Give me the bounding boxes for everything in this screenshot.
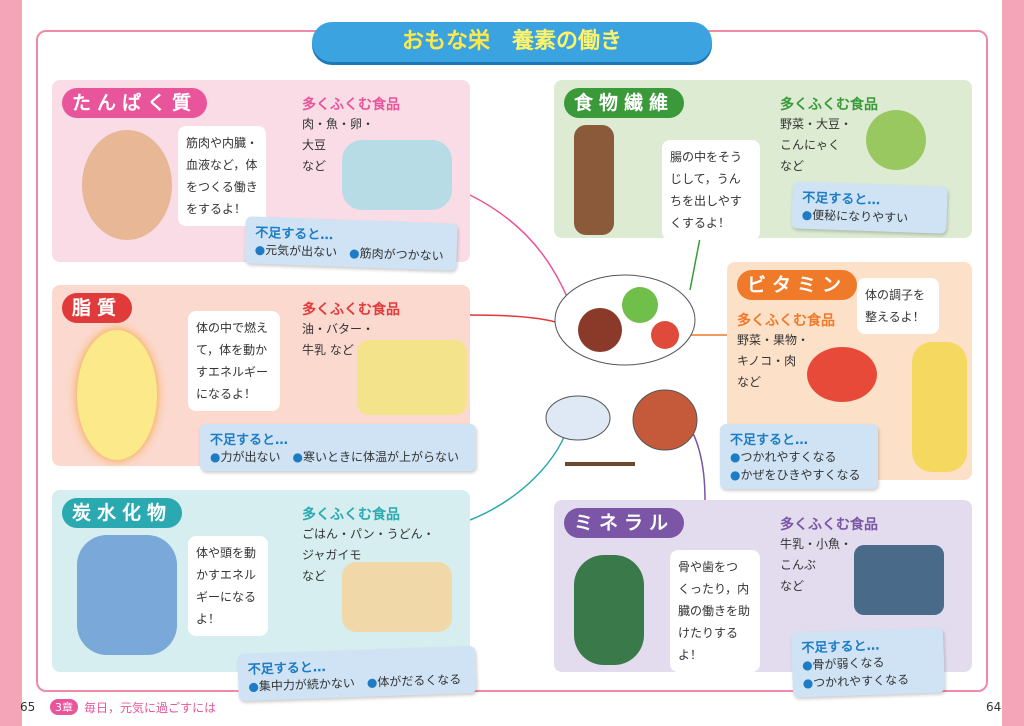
- shortage-item: つかれやすくなる: [812, 672, 910, 690]
- shortage-fat: 不足すると…●力が出ない ●寒いときに体温が上がらない: [200, 424, 476, 471]
- foods-illustration: [866, 110, 926, 170]
- shortage-item: 体がだるくなる: [377, 672, 462, 690]
- label-vitamin: ビタミン: [737, 270, 858, 300]
- page-title: おもな栄 養素の働き: [312, 22, 712, 62]
- shortage-item: 便秘になりやすい: [811, 208, 909, 226]
- shortage-carb: 不足すると…●集中力が続かない ●体がだるくなる: [237, 645, 477, 702]
- chapter-badge: 3章: [50, 699, 78, 715]
- foods-list: 野菜・大豆・ こんにゃく など: [780, 117, 853, 173]
- foods-illustration: [357, 340, 467, 415]
- character-illustration: [82, 130, 172, 240]
- character-illustration: [912, 342, 967, 472]
- character-illustration: [77, 535, 177, 655]
- shortage-item: 力が出ない: [220, 450, 281, 464]
- shortage-item: かぜをひきやすくなる: [740, 468, 861, 482]
- shortage-item: 骨が弱くなる: [812, 655, 885, 672]
- foods-list: 牛乳・小魚・ こんぶ など: [780, 537, 853, 593]
- shortage-heading: 不足すると…: [210, 433, 289, 448]
- speech-bubble: 体の中で燃え て，体を動か すエネルギー になるよ！: [188, 311, 280, 411]
- shortage-vitamin: 不足すると…●つかれやすくなる●かぜをひきやすくなる: [720, 424, 878, 489]
- label-fat: 脂質: [62, 293, 133, 323]
- chopsticks-illustration: [565, 462, 635, 466]
- character-illustration: [574, 555, 644, 665]
- foods-heading: 多くふくむ食品: [302, 507, 400, 523]
- foods-heading: 多くふくむ食品: [780, 517, 878, 533]
- page-number-left: 65: [20, 700, 36, 714]
- line-fiber: [689, 237, 701, 291]
- foods-illustration: [854, 545, 944, 615]
- label-mineral: ミネラル: [564, 508, 685, 538]
- panel-mineral: ミネラル 骨や歯をつ くったり，内 臓の働きを助 けたりする よ！ 多くふくむ食…: [554, 500, 972, 672]
- shortage-item: 集中力が続かない: [258, 676, 356, 694]
- shortage-mineral: 不足すると…●骨が弱くなる●つかれやすくなる: [790, 627, 946, 698]
- shortage-item: つかれやすくなる: [740, 450, 837, 464]
- foods-list: ごはん・パン・うどん・ ジャガイモ など: [302, 527, 435, 583]
- shortage-fiber: 不足すると…●便秘になりやすい: [791, 181, 948, 234]
- title-part2: 養素の働き: [512, 29, 623, 54]
- chapter-title: 毎日，元気に過ごすには: [84, 701, 217, 715]
- foods-list: 野菜・果物・ キノコ・肉 など: [737, 333, 810, 389]
- speech-bubble: 体の調子を 整えるよ！: [857, 278, 939, 334]
- speech-bubble: 腸の中をそう じして，うん ちを出しやす くするよ！: [662, 140, 760, 240]
- title-part1: おもな栄: [401, 29, 490, 54]
- shortage-heading: 不足すると…: [730, 433, 809, 448]
- character-illustration: [574, 125, 614, 235]
- foods-heading: 多くふくむ食品: [737, 313, 835, 329]
- speech-bubble: 体や頭を動 かすエネル ギーになる よ！: [188, 536, 268, 636]
- panel-carb: 炭水化物 体や頭を動 かすエネル ギーになる よ！ 多くふくむ食品 ごはん・パン…: [52, 490, 470, 672]
- label-fiber: 食物繊維: [564, 88, 685, 118]
- character-illustration: [77, 330, 157, 460]
- foods-illustration: [342, 562, 452, 632]
- plate-illustration: [554, 274, 696, 366]
- foods-heading: 多くふくむ食品: [780, 97, 878, 113]
- shortage-item: 筋肉がつかない: [359, 246, 444, 264]
- miso-soup-illustration: [632, 389, 698, 451]
- shortage-item: 元気が出ない: [264, 243, 338, 260]
- speech-bubble: 骨や歯をつ くったり，内 臓の働きを助 けたりする よ！: [670, 550, 760, 672]
- foods-heading: 多くふくむ食品: [302, 302, 400, 318]
- shortage-item: 寒いときに体温が上がらない: [303, 450, 460, 464]
- foods-illustration: [342, 140, 452, 210]
- speech-bubble: 筋肉や内臓・ 血液など，体 をつくる働き をするよ！: [178, 126, 266, 226]
- foods-illustration: [807, 347, 877, 402]
- rice-bowl-illustration: [545, 395, 611, 441]
- hamburg-illustration: [578, 308, 622, 352]
- shortage-protein: 不足すると…●元気が出ない ●筋肉がつかない: [244, 216, 458, 271]
- foods-heading: 多くふくむ食品: [302, 97, 400, 113]
- foods-list: 肉・魚・卵・ 大豆 など: [302, 117, 375, 173]
- label-carb: 炭水化物: [62, 498, 183, 528]
- label-protein: たんぱく質: [62, 88, 208, 118]
- page-number-right: 64: [986, 700, 1002, 714]
- foods-list: 油・バター・ 牛乳 など: [302, 322, 375, 357]
